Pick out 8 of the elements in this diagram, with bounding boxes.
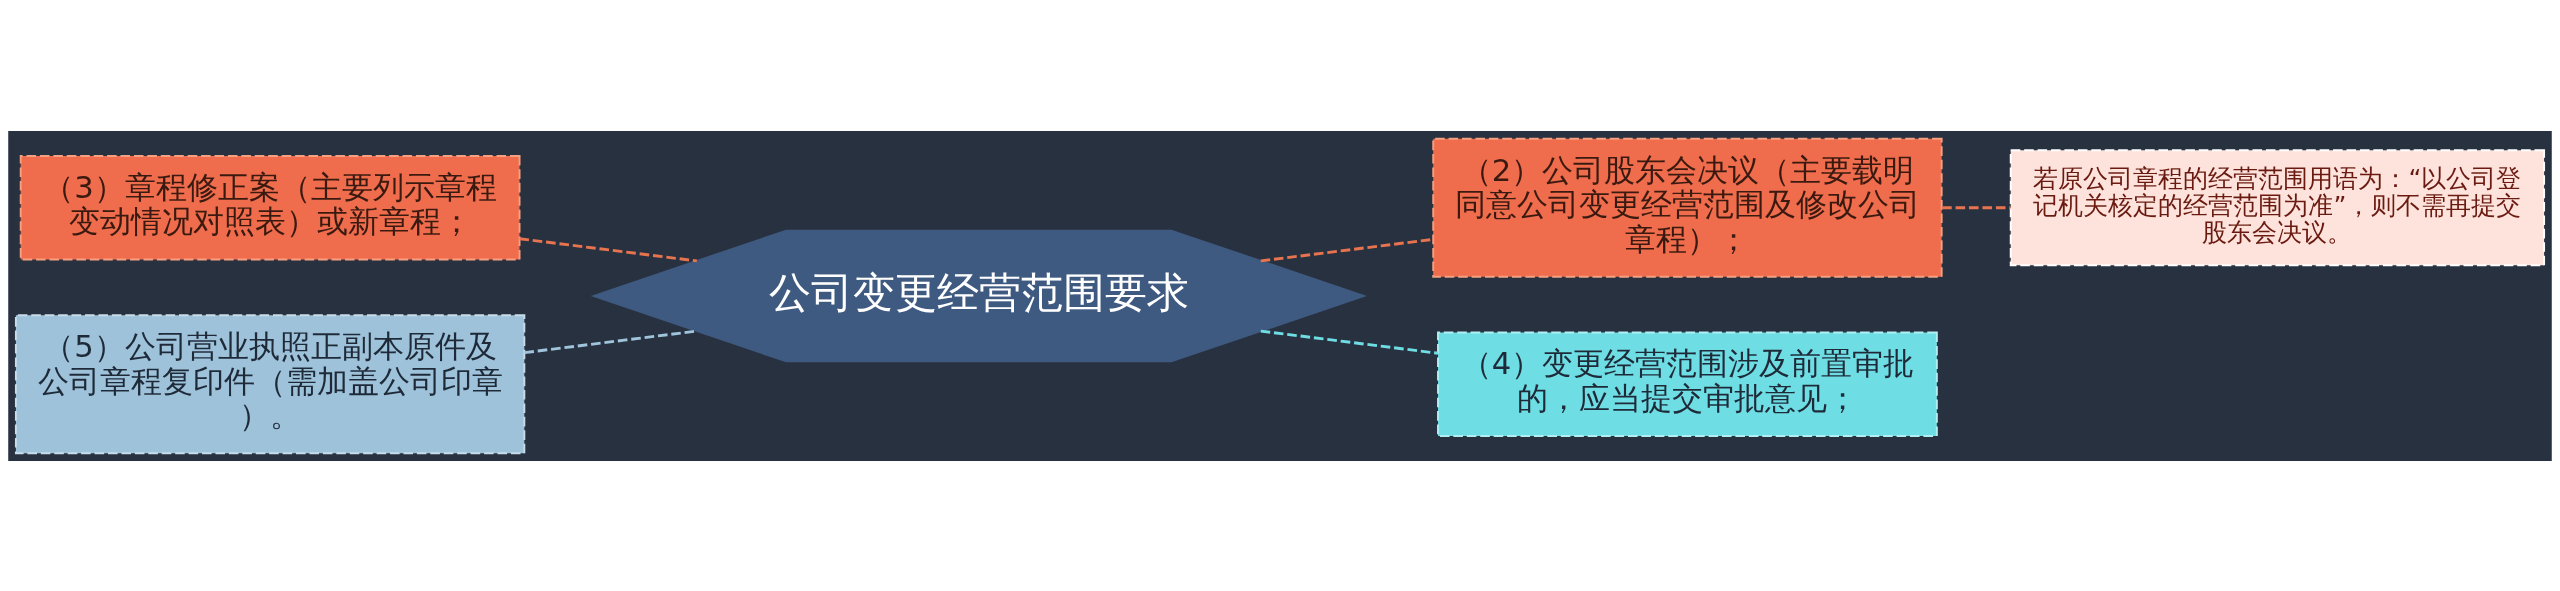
node-box: 若原公司章程的经营范围用语为：“以公司登记机关核定的经营范围为准”，则不需再提交股东会决议。	[2009, 148, 2546, 266]
connector	[1942, 205, 2011, 209]
node-box: （3）章程修正案（主要列示章程变动情况对照表）或新章程；	[19, 154, 521, 260]
node-box: （5）公司营业执照正副本原件及公司章程复印件（需加盖公司印章）。	[14, 313, 526, 454]
connector	[1260, 329, 1439, 355]
node-box: （4）变更经营范围涉及前置审批的，应当提交审批意见；	[1437, 331, 1938, 437]
node-box: （2）公司股东会决议（主要载明同意公司变更经营范围及修改公司章程）；	[1432, 137, 1943, 278]
connector	[519, 236, 697, 262]
